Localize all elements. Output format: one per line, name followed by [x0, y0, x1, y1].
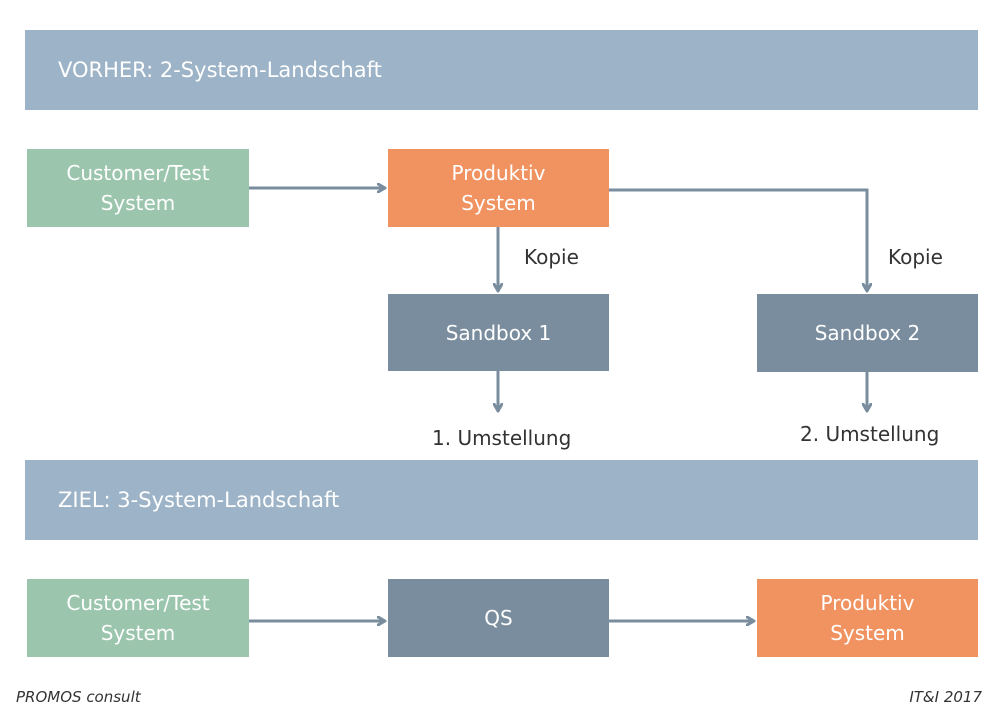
target-customer-test-system-box: Customer/Test System: [27, 579, 249, 657]
umstellung-1-label: 1. Umstellung: [432, 426, 572, 450]
kopie-label-2: Kopie: [888, 245, 943, 269]
footer-left-label: PROMOS consult: [16, 688, 141, 706]
kopie-label-1: Kopie: [524, 245, 579, 269]
footer-right-label: IT&I 2017: [909, 688, 982, 706]
before-customer-test-system-box: Customer/Test System: [27, 149, 249, 227]
before-produktiv-system-box: Produktiv System: [388, 149, 609, 227]
target-banner: ZIEL: 3-System-Landschaft: [25, 460, 978, 540]
umstellung-2-label: 2. Umstellung: [800, 422, 940, 446]
sandbox-1-box: Sandbox 1: [388, 294, 609, 371]
arrow-produktiv-to-sandbox2: [609, 188, 867, 290]
target-produktiv-system-box: Produktiv System: [757, 579, 978, 657]
before-banner: VORHER: 2-System-Landschaft: [25, 30, 978, 110]
qs-box: QS: [388, 579, 609, 657]
sandbox-2-box: Sandbox 2: [757, 294, 978, 372]
